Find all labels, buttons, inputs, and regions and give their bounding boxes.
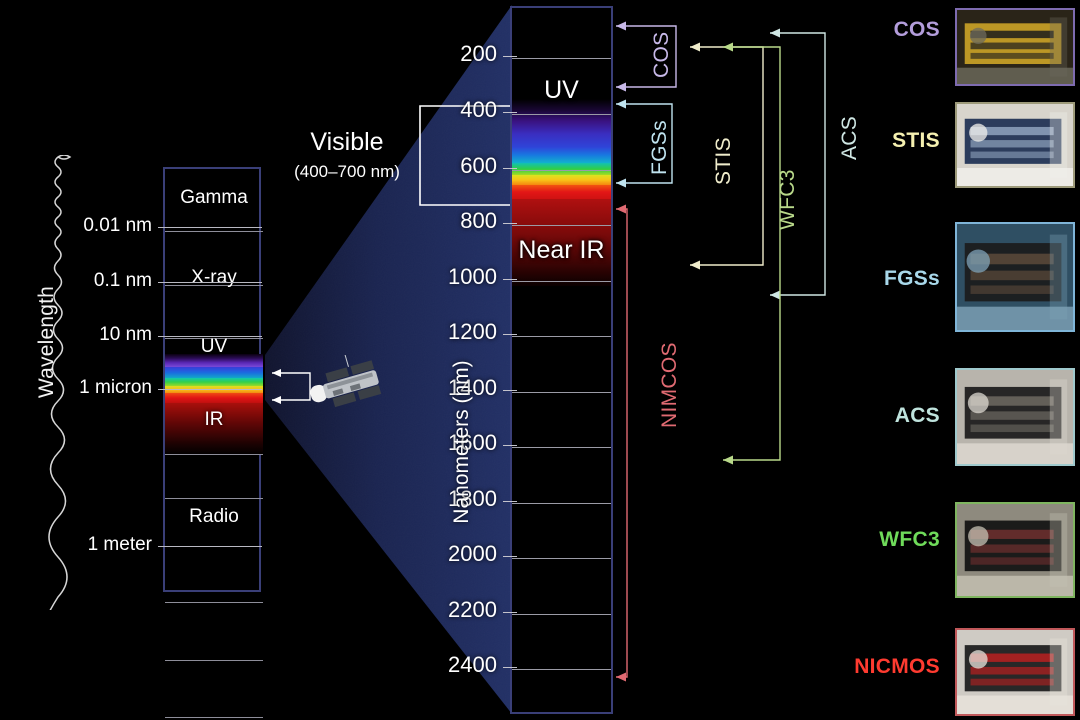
nm-divider (512, 447, 611, 448)
hubble-telescope-icon (272, 355, 382, 408)
nm-divider (512, 392, 611, 393)
nm-divider (512, 503, 611, 504)
nm-region-label-uv: UV (544, 76, 579, 104)
photo-label-wfc3: WFC3 (879, 528, 940, 551)
nm-divider (512, 281, 611, 282)
nm-region-label-near-ir: Near IR (518, 236, 605, 264)
bracket-wfc3 (723, 42, 781, 465)
photo-thumbnail (957, 10, 1073, 84)
bracket-fgss (616, 99, 673, 188)
em-divider (165, 231, 263, 232)
nm-divider (512, 558, 611, 559)
sine-wave-icon (48, 155, 72, 610)
em-divider (165, 338, 263, 339)
em-band-uv-gradient (165, 354, 263, 367)
em-band-red (165, 393, 263, 403)
instrument-photo-acs (955, 368, 1075, 466)
instrument-photo-stis (955, 102, 1075, 188)
nm-band-red (512, 185, 611, 199)
em-divider (165, 285, 263, 286)
nm-band-violet (512, 121, 611, 147)
nm-band-uv-fade (512, 99, 611, 121)
em-band-label: IR (204, 409, 224, 430)
nm-band-yellow (512, 175, 611, 185)
photo-label-cos: COS (893, 18, 940, 41)
photo-label-acs: ACS (894, 404, 940, 427)
photo-label-fgss: FGSs (883, 267, 940, 290)
em-band-green (165, 378, 263, 386)
em-band-label: UV (200, 336, 228, 357)
nm-divider (512, 114, 611, 115)
photo-thumbnail (957, 224, 1073, 330)
nm-divider (512, 58, 611, 59)
em-divider (165, 454, 263, 455)
photo-thumbnail (957, 104, 1073, 186)
instrument-photo-cos (955, 8, 1075, 86)
visible-callout-range: (400–700 nm) (294, 162, 400, 181)
bracket-acs (770, 28, 826, 300)
nm-divider (512, 225, 611, 226)
visible-callout-title: Visible (310, 128, 384, 156)
nm-band-ir-fade (512, 199, 611, 286)
photo-thumbnail (957, 630, 1073, 714)
em-divider (165, 498, 263, 499)
em-band-label: Radio (189, 506, 239, 527)
em-divider (165, 660, 263, 661)
em-divider (165, 602, 263, 603)
instrument-photo-wfc3 (955, 502, 1075, 598)
nm-band-green (512, 163, 611, 175)
photo-thumbnail (957, 370, 1073, 464)
bracket-nimcos (616, 204, 628, 682)
instrument-photo-nicmos (955, 628, 1075, 716)
photo-label-stis: STIS (892, 129, 940, 152)
em-band-ir-gradient (165, 403, 263, 455)
photo-label-nicmos: NICMOS (854, 655, 940, 678)
nm-band-blue (512, 147, 611, 163)
nanometer-spectrum-column: UV Near IR (510, 6, 613, 714)
bracket-cos (616, 21, 677, 92)
nm-divider (512, 614, 611, 615)
instrument-photo-fgss (955, 222, 1075, 332)
em-band-label: Gamma (180, 187, 248, 208)
nm-divider (512, 170, 611, 171)
em-divider (165, 717, 263, 718)
photo-thumbnail (957, 504, 1073, 596)
nm-divider (512, 669, 611, 670)
em-band-blue (165, 367, 263, 378)
nm-divider (512, 336, 611, 337)
